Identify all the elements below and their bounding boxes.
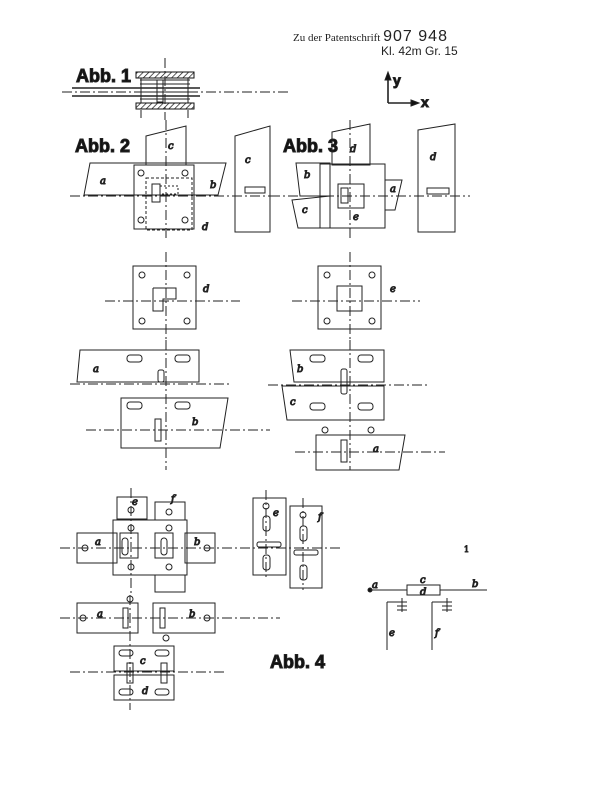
fig-label-abb1: Abb. 1 bbox=[76, 66, 131, 86]
abb2-assembly bbox=[70, 120, 275, 240]
abb2-part-c-side: c bbox=[245, 155, 251, 166]
circuit-label-b: b bbox=[472, 579, 478, 590]
abb2-part-c: c bbox=[168, 141, 174, 152]
abb4-part-d: d bbox=[142, 686, 148, 697]
abb2-plate-b bbox=[86, 397, 270, 449]
abb4-plate-a-label: a bbox=[97, 609, 103, 620]
abb4-plate-b-label: b bbox=[189, 609, 195, 620]
abb3-plate-a bbox=[295, 426, 445, 471]
abb3-plate-b bbox=[268, 340, 430, 470]
plate-d bbox=[105, 252, 240, 345]
abb3-part-e: e bbox=[353, 212, 359, 223]
abb3-plate-c bbox=[281, 385, 385, 421]
circuit-label-d: d bbox=[420, 587, 426, 598]
axis-x-label: x bbox=[421, 94, 429, 110]
patent-prefix: Zu der Patentschrift bbox=[293, 32, 381, 44]
abb4-plate-e bbox=[252, 490, 287, 580]
abb4-part-e: e bbox=[132, 497, 138, 508]
abb3-part-d: d bbox=[350, 144, 356, 155]
plate-e bbox=[292, 252, 420, 345]
abb2-plate-b-label: b bbox=[192, 417, 198, 428]
abb3-assembly bbox=[270, 120, 470, 240]
abb2-plate-a bbox=[70, 340, 232, 470]
abb2-part-a: a bbox=[100, 176, 106, 187]
patent-classification: Kl. 42m Gr. 15 bbox=[381, 44, 458, 58]
axes-indicator bbox=[384, 70, 421, 107]
abb3-plate-a-label: a bbox=[373, 444, 379, 455]
abb4-plate-a bbox=[60, 595, 280, 710]
abb4-part-c: c bbox=[140, 656, 146, 667]
circuit-label-a: a bbox=[372, 580, 378, 591]
fig-label-abb3: Abb. 3 bbox=[283, 136, 338, 156]
circuit-schematic bbox=[367, 584, 487, 650]
plate-e-label: e bbox=[390, 284, 396, 295]
abb4-plate-f bbox=[240, 498, 340, 590]
abb4-plate-f-label: f bbox=[317, 512, 324, 523]
abb4-part-a: a bbox=[95, 537, 101, 548]
abb2-part-d: d bbox=[202, 222, 208, 233]
circuit-label-f: f bbox=[434, 628, 441, 639]
axis-y-label: y bbox=[393, 72, 401, 88]
abb4-plate-b bbox=[152, 602, 216, 642]
abb3-plate-c-label: c bbox=[290, 397, 296, 408]
abb2-plate-a-label: a bbox=[93, 364, 99, 375]
patent-number: 907 948 bbox=[383, 28, 448, 45]
page-mark: 1 bbox=[464, 545, 469, 554]
plate-d-label: d bbox=[203, 284, 209, 295]
abb4-plates-cd bbox=[70, 645, 225, 701]
abb4-part-b: b bbox=[194, 537, 200, 548]
circuit-label-e: e bbox=[389, 628, 395, 639]
abb3-part-a: a bbox=[390, 184, 396, 195]
abb2-part-b: b bbox=[210, 180, 216, 191]
abb3-part-b: b bbox=[304, 170, 310, 181]
abb3-plate-b-label: b bbox=[297, 364, 303, 375]
abb1-section-view bbox=[62, 58, 290, 120]
abb4-plate-e-label: e bbox=[273, 508, 279, 519]
circuit-label-c: c bbox=[420, 575, 426, 586]
abb4-part-f: f bbox=[170, 494, 177, 505]
abb4-assembly bbox=[60, 488, 240, 595]
patent-header: Zu der Patentschrift 907 948 bbox=[293, 28, 448, 46]
fig-label-abb2: Abb. 2 bbox=[75, 136, 130, 156]
abb3-part-c: c bbox=[302, 205, 308, 216]
fig-label-abb4: Abb. 4 bbox=[270, 652, 325, 672]
abb3-part-d-side: d bbox=[430, 152, 436, 163]
